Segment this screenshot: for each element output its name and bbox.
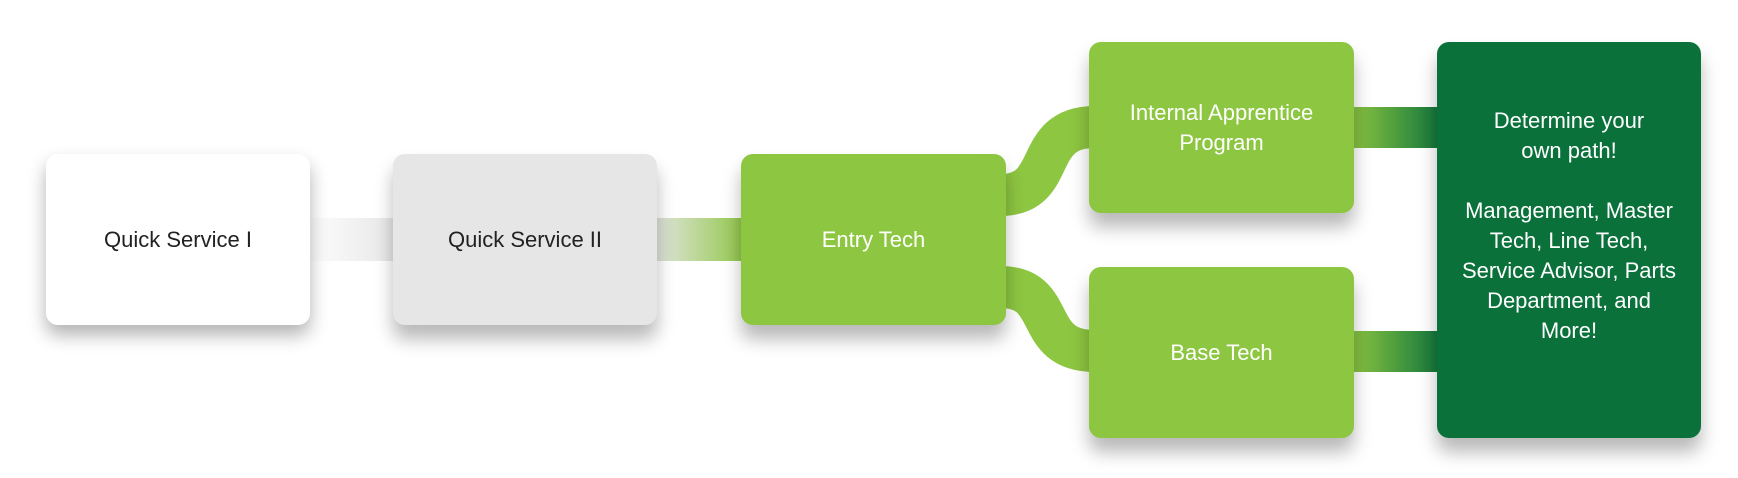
step-label: Quick Service II [447,226,603,252]
connector-apprentice-final [1350,107,1445,148]
connector-entry-apprentice [998,106,1097,216]
step-base-tech: Base Tech [1089,267,1354,438]
step-final-path: Determine your own path! Management, Mas… [1437,42,1701,438]
final-title: Determine your own path! [1493,108,1645,163]
step-entry-tech: Entry Tech [741,154,1006,325]
step-quick-service-1: Quick Service I [46,154,310,325]
step-label: Quick Service I [104,226,252,252]
final-options: Management, Master Tech, Line Tech, Serv… [1462,198,1676,343]
step-internal-apprentice: Internal Apprentice Program [1089,42,1354,213]
connector-qs2-entry [650,218,750,261]
connector-entry-base [998,266,1097,372]
step-quick-service-2: Quick Service II [393,154,657,325]
connector-base-final [1350,331,1445,372]
step-label: Entry Tech [821,226,926,252]
step-label: Internal Apprentice Program [1129,100,1314,155]
connector-qs1-qs2 [300,218,400,261]
step-label: Base Tech [1170,339,1273,365]
